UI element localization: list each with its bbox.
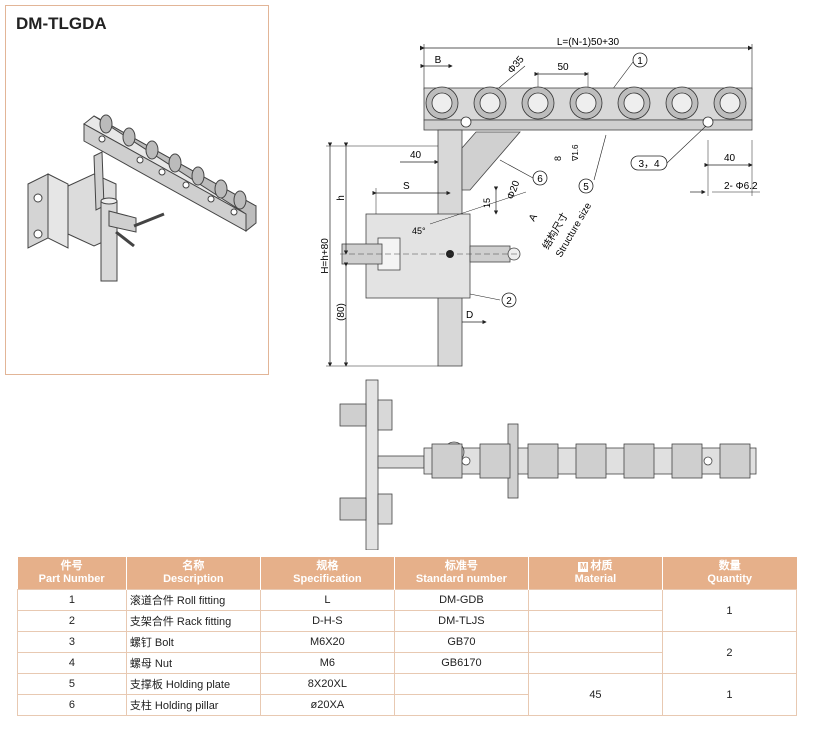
cell-description: 螺母 Nut xyxy=(125,652,261,674)
callout-3-4: 3，4 xyxy=(638,159,660,170)
cell-description: 支柱 Holding pillar xyxy=(125,694,261,716)
cell-part-number: 1 xyxy=(17,589,127,611)
dim-h: h xyxy=(336,195,347,201)
roller-group xyxy=(425,86,747,128)
cell-part-number: 6 xyxy=(17,694,127,716)
callout-5: 5 xyxy=(583,182,589,193)
cell-material xyxy=(527,631,663,653)
dim-roughness: ∇1.6 xyxy=(571,144,580,162)
cell-description: 螺钉 Bolt xyxy=(125,631,261,653)
callout-6: 6 xyxy=(537,174,543,185)
product-photo-panel: DM-TLGDA xyxy=(5,5,269,375)
cell-specification: 8X20XL xyxy=(259,673,395,695)
cell-specification: D-H-S xyxy=(259,610,395,632)
cell-part-number: 2 xyxy=(17,610,127,632)
dim-40-right: 40 xyxy=(724,153,736,164)
table-row: 6 支柱 Holding pillar ø20XA xyxy=(17,694,797,716)
table-row: 1 滚道合件 Roll fitting L DM-GDB 1 xyxy=(17,589,798,632)
dim-50: 50 xyxy=(557,62,569,73)
cell-standard: GB6170 xyxy=(393,652,529,674)
cell-material xyxy=(527,610,663,632)
dim-S: S xyxy=(403,181,410,192)
dim-phi35: Φ35 xyxy=(506,54,527,76)
dim-40-left: 40 xyxy=(410,150,422,161)
callout-1: 1 xyxy=(637,56,643,67)
table-row: 2 支架合件 Rack fitting D-H-S DM-TLJS xyxy=(17,610,797,632)
cell-material xyxy=(527,589,663,611)
dim-80: (80) xyxy=(336,303,347,321)
technical-drawing: L=(N-1)50+30 B 50 Φ35 1 40 8 ∇1.6 xyxy=(320,37,760,550)
cell-material xyxy=(527,652,663,674)
material-icon: M xyxy=(578,562,589,572)
dim-15: 15 xyxy=(482,198,492,208)
dim-2phi62: 2- Φ6.2 xyxy=(724,181,758,192)
cell-specification: M6 xyxy=(259,652,395,674)
plan-view xyxy=(339,379,757,550)
cell-standard: GB70 xyxy=(393,631,529,653)
callout-2: 2 xyxy=(506,296,512,307)
dim-8: 8 xyxy=(553,156,563,161)
cell-quantity: 2 xyxy=(661,631,798,674)
dim-L: L=(N-1)50+30 xyxy=(557,37,620,48)
cell-specification: M6X20 xyxy=(259,631,395,653)
dim-H: H=h+80 xyxy=(320,238,331,274)
product-illustration xyxy=(27,114,257,282)
dim-D: D xyxy=(466,310,473,321)
cell-description: 滚道合件 Roll fitting xyxy=(125,589,261,611)
cell-standard: DM-TLJS xyxy=(393,610,529,632)
cell-specification: ø20XA xyxy=(259,694,395,716)
dim-45: 45° xyxy=(412,226,426,236)
cell-standard xyxy=(393,673,529,695)
cell-standard xyxy=(393,694,529,716)
cell-quantity: 1 xyxy=(661,673,798,716)
cell-quantity: 1 xyxy=(661,589,798,632)
product-title: DM-TLGDA xyxy=(16,14,107,33)
cell-part-number: 3 xyxy=(17,631,127,653)
dim-phi20: Φ20 xyxy=(505,179,522,201)
table-row: 3 螺钉 Bolt M6X20 GB70 2 xyxy=(17,631,798,674)
dim-B: B xyxy=(435,55,442,66)
cell-part-number: 5 xyxy=(17,673,127,695)
table-row: 5 支撑板 Holding plate 8X20XL 45 1 xyxy=(17,673,798,716)
cell-specification: L xyxy=(259,589,395,611)
cell-material: 45 xyxy=(527,673,663,716)
cell-standard: DM-GDB xyxy=(393,589,529,611)
cell-description: 支撑板 Holding plate xyxy=(125,673,261,695)
cell-description: 支架合件 Rack fitting xyxy=(125,610,261,632)
dim-A: A xyxy=(527,212,540,224)
cell-part-number: 4 xyxy=(17,652,127,674)
